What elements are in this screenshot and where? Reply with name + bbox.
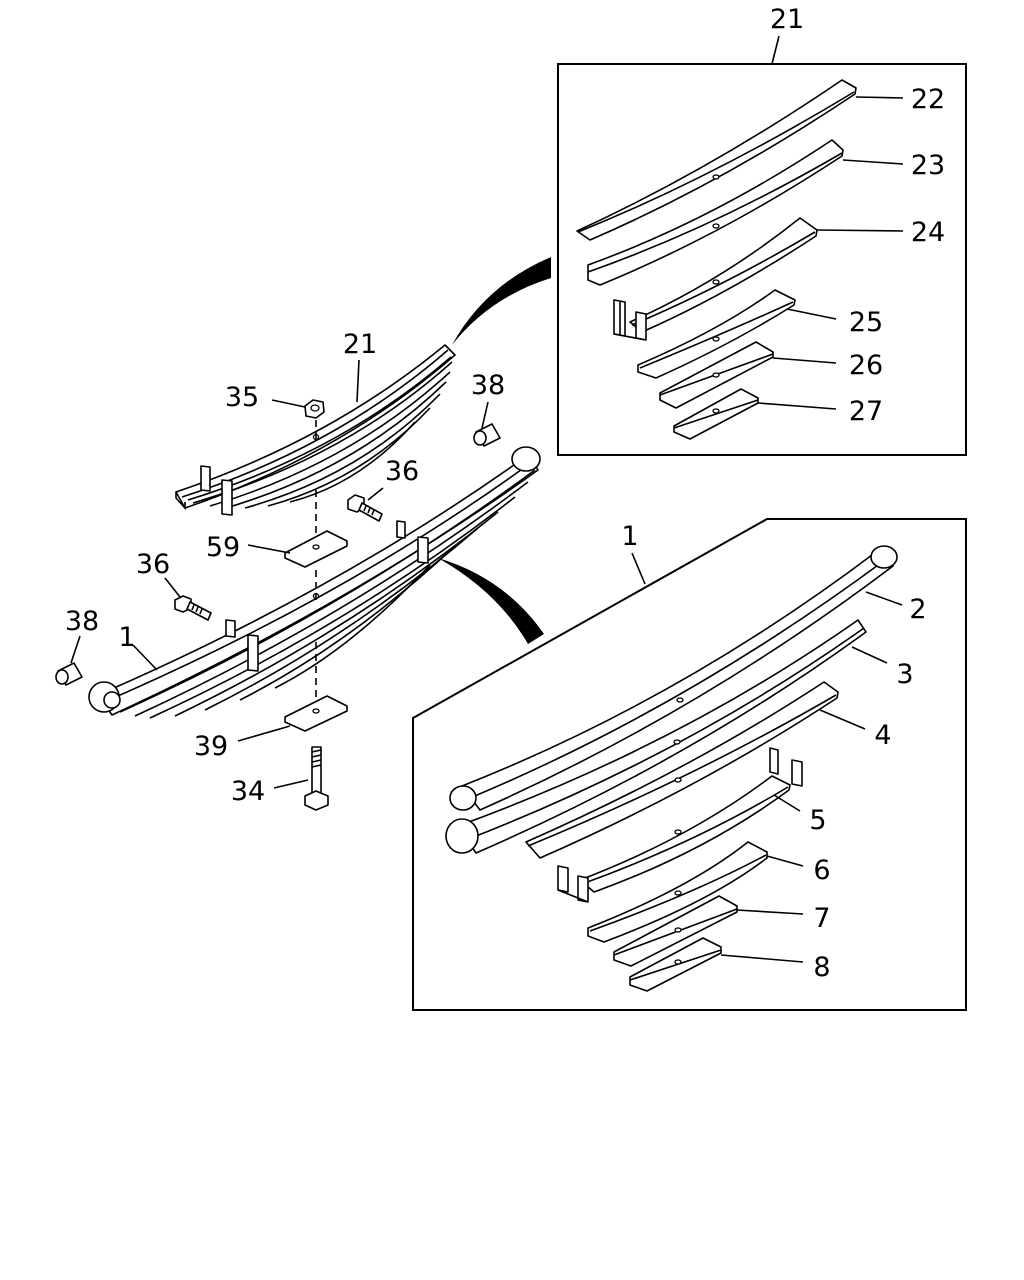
callout-23: 23: [911, 150, 945, 181]
callout-36-left: 36: [136, 549, 170, 580]
callout-21-main: 21: [343, 329, 377, 360]
callout-1-box: 1: [621, 521, 638, 552]
leaf-22: [576, 79, 857, 241]
leaf-26: [659, 341, 774, 409]
leaf-23: [587, 139, 844, 286]
bolt-36-top: [347, 494, 383, 522]
callout-38-left: 38: [65, 606, 99, 637]
detail-frame-1-border: [412, 518, 967, 1011]
leaf-5: [557, 747, 803, 903]
leaf-3: [445, 619, 867, 854]
plate-39: [284, 695, 348, 732]
callout-24: 24: [911, 217, 945, 248]
leaf-6: [587, 841, 768, 943]
callout-3: 3: [896, 659, 913, 690]
detail-frame-21: [557, 35, 967, 456]
callout-36-top: 36: [385, 456, 419, 487]
callout-6: 6: [813, 855, 830, 886]
detail-frame-1: [412, 518, 967, 1011]
callout-39: 39: [194, 731, 228, 762]
bushing-38-left: [55, 662, 83, 686]
detail-frame-21-border: [557, 63, 967, 456]
callout-26: 26: [849, 350, 883, 381]
callout-21-box: 21: [770, 4, 804, 35]
callout-4: 4: [874, 720, 891, 751]
callout-1-main: 1: [118, 622, 135, 653]
main-leader-lines: [70, 359, 489, 789]
bushing-38-top: [473, 423, 501, 447]
pointer-wedge-lower: [438, 558, 544, 644]
callout-34: 34: [231, 776, 265, 807]
plate-59: [284, 530, 348, 568]
callout-38-top: 38: [471, 370, 505, 401]
leaf-2: [449, 545, 898, 811]
callout-27: 27: [849, 396, 883, 427]
leaf-25: [637, 289, 796, 379]
callout-8: 8: [813, 952, 830, 983]
nut-35: [304, 399, 325, 419]
spring-pack-1: [88, 446, 541, 719]
callout-35: 35: [225, 382, 259, 413]
bolt-34: [304, 746, 329, 811]
pointer-wedge-upper: [452, 257, 551, 345]
bolt-36-left: [174, 595, 212, 621]
callout-25: 25: [849, 307, 883, 338]
callout-7: 7: [813, 903, 830, 934]
leaf-24: [613, 217, 818, 341]
leaf-4: [525, 681, 839, 859]
callout-22: 22: [911, 84, 945, 115]
callout-2: 2: [909, 594, 926, 625]
leaf-7: [613, 895, 738, 967]
callout-59: 59: [206, 532, 240, 563]
spring-pack-21: [175, 344, 456, 516]
callout-5: 5: [809, 805, 826, 836]
leaf-8: [629, 937, 722, 992]
